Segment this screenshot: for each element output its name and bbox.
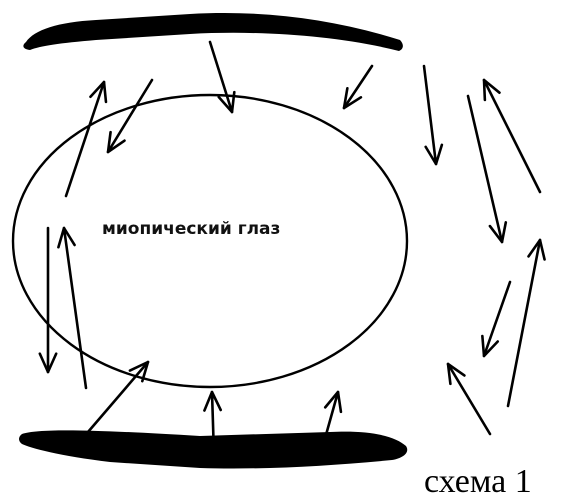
ray-arrow-shaft bbox=[344, 66, 372, 108]
ray-arrow bbox=[66, 82, 106, 196]
ray-arrow-head bbox=[108, 132, 124, 152]
ray-arrow bbox=[210, 42, 234, 112]
top-lens-shape bbox=[23, 13, 403, 51]
ray-arrow bbox=[448, 364, 490, 434]
ray-arrow-head bbox=[344, 88, 361, 108]
ray-arrow-shaft bbox=[508, 240, 540, 406]
ray-arrow bbox=[344, 66, 372, 108]
ray-arrow bbox=[484, 80, 540, 192]
ray-arrow bbox=[58, 228, 86, 388]
ray-arrow bbox=[482, 282, 510, 356]
ray-arrow-shaft bbox=[108, 80, 152, 152]
eye-label: миопический глаз bbox=[102, 219, 280, 239]
ray-arrow bbox=[108, 80, 152, 152]
ray-arrow-shaft bbox=[88, 362, 148, 432]
ray-arrow-shaft bbox=[66, 82, 104, 196]
ray-arrow bbox=[40, 228, 56, 372]
ray-arrow-shaft bbox=[484, 282, 510, 356]
ray-arrow bbox=[424, 66, 442, 164]
ray-arrow bbox=[88, 362, 148, 432]
scheme-caption: схема 1 bbox=[424, 463, 532, 500]
ray-arrow-shaft bbox=[64, 228, 86, 388]
ray-arrow bbox=[508, 240, 545, 406]
ray-arrow-shaft bbox=[468, 96, 502, 242]
ray-arrow-shaft bbox=[448, 364, 490, 434]
ray-arrows bbox=[40, 42, 545, 456]
ray-arrow-shaft bbox=[484, 80, 540, 192]
ray-arrow-head bbox=[448, 364, 464, 384]
ray-arrow bbox=[468, 96, 506, 242]
